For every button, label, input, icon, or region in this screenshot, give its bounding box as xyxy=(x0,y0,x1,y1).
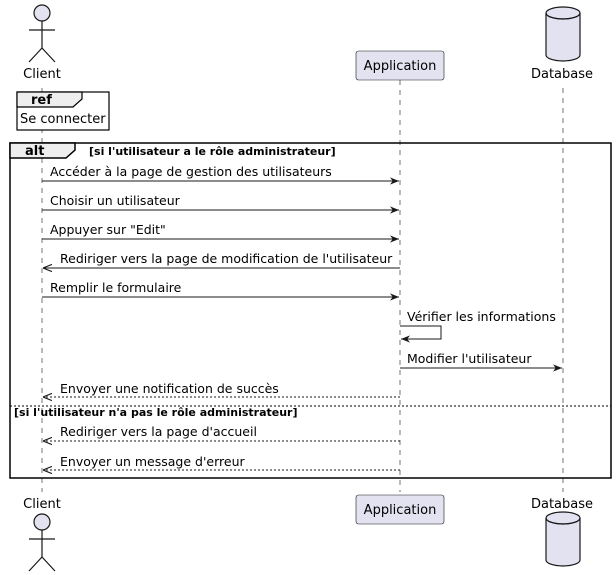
message-6-arrow xyxy=(400,325,442,343)
participant-database-bottom-label: Database xyxy=(531,497,593,512)
message-7: Modifier l'utilisateur xyxy=(400,351,562,372)
actor-icon xyxy=(28,513,56,572)
participant-database-label: Database xyxy=(531,67,593,82)
message-2: Choisir un utilisateur xyxy=(42,193,399,214)
message-5: Remplir le formulaire xyxy=(42,280,399,301)
ref-keyword: ref xyxy=(31,93,52,108)
participant-application-label: Application xyxy=(364,59,437,74)
ref-frame: ref Se connecter xyxy=(16,91,110,131)
message-10: Envoyer un message d'erreur xyxy=(43,454,400,470)
participant-client-bottom-label: Client xyxy=(23,497,61,512)
participant-database-bottom: Database xyxy=(531,497,593,567)
message-9: Rediriger vers la page d'accueil xyxy=(43,424,400,441)
ref-text: Se connecter xyxy=(20,112,106,127)
alt-guard-admin: [si l'utilisateur a le rôle administrate… xyxy=(89,145,336,158)
message-3-label: Appuyer sur "Edit" xyxy=(50,222,166,237)
alt-keyword: alt xyxy=(25,144,44,159)
participant-application-top: Application xyxy=(355,50,445,81)
message-4: Rediriger vers la page de modification d… xyxy=(43,251,400,268)
database-icon xyxy=(545,6,581,62)
database-icon xyxy=(545,511,581,567)
alt-frame: alt [si l'utilisateur a le rôle administ… xyxy=(9,142,612,479)
message-3: Appuyer sur "Edit" xyxy=(42,222,399,243)
participant-client-label: Client xyxy=(23,67,61,82)
message-8: Envoyer une notification de succès xyxy=(43,381,400,397)
participant-application-bottom-label: Application xyxy=(364,503,437,518)
message-2-label: Choisir un utilisateur xyxy=(50,193,181,208)
actor-icon xyxy=(28,4,56,63)
message-10-label: Envoyer un message d'erreur xyxy=(60,454,245,469)
message-5-label: Remplir le formulaire xyxy=(50,280,182,295)
alt-guard-non-admin: [si l'utilisateur n'a pas le rôle admini… xyxy=(14,406,298,419)
message-4-label: Rediriger vers la page de modification d… xyxy=(60,251,393,266)
participant-application-bottom: Application xyxy=(355,494,445,525)
message-6-self: Vérifier les informations xyxy=(400,309,556,343)
participant-client-bottom: Client xyxy=(23,497,61,572)
participant-database-top: Database xyxy=(531,6,593,82)
message-1: Accéder à la page de gestion des utilisa… xyxy=(42,164,399,185)
message-6-label: Vérifier les informations xyxy=(407,309,556,324)
message-1-label: Accéder à la page de gestion des utilisa… xyxy=(50,164,332,179)
message-7-label: Modifier l'utilisateur xyxy=(407,351,532,366)
message-8-label: Envoyer une notification de succès xyxy=(60,381,279,396)
message-9-label: Rediriger vers la page d'accueil xyxy=(60,424,257,439)
participant-client-top: Client xyxy=(23,4,61,82)
